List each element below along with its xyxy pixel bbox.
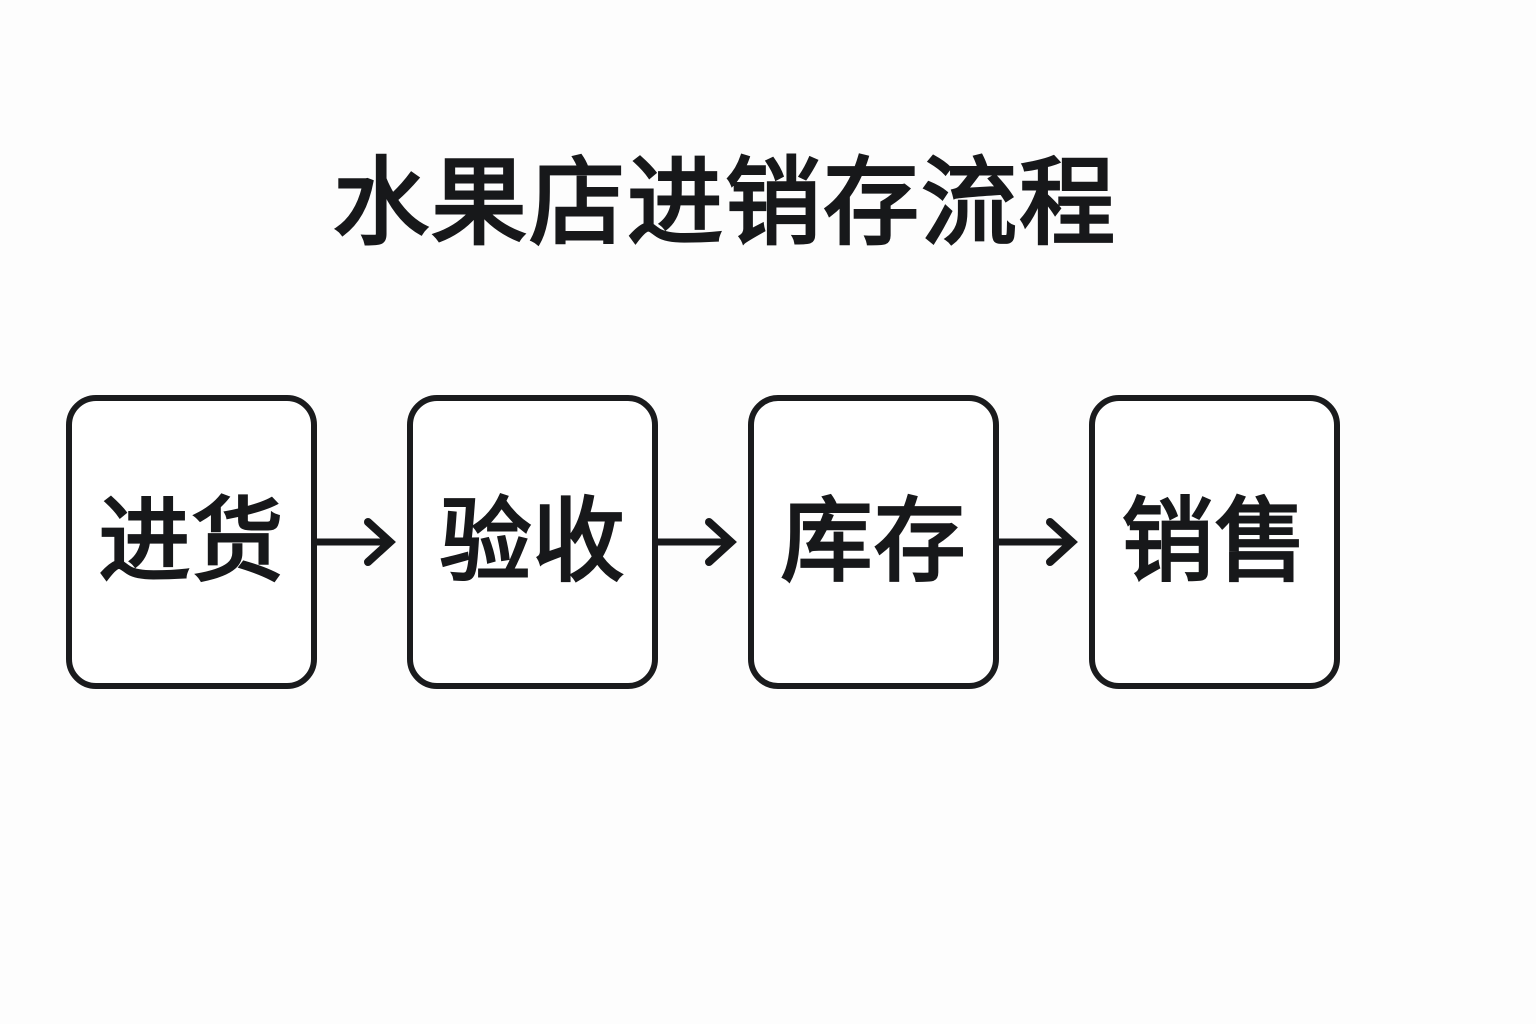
flow-connector-1 [317,512,407,572]
flow-node-sales[interactable]: 销售 [1089,395,1340,689]
page-title: 水果店进销存流程 [333,147,1117,259]
flow-node-purchase[interactable]: 进货 [66,395,317,689]
flow-node-label: 库存 [780,488,967,595]
flow-connector-3 [999,512,1089,572]
flow-node-inventory[interactable]: 库存 [748,395,999,689]
flowchart-row: 进货 验收 库存 [66,394,1348,690]
arrow-right-icon [317,518,396,566]
arrow-right-icon [999,518,1078,566]
flow-node-label: 进货 [98,488,285,595]
flow-node-label: 销售 [1121,488,1308,595]
flow-node-inspection[interactable]: 验收 [407,395,658,689]
arrow-right-icon [658,518,737,566]
flow-connector-2 [658,512,748,572]
flow-node-label: 验收 [439,488,626,595]
